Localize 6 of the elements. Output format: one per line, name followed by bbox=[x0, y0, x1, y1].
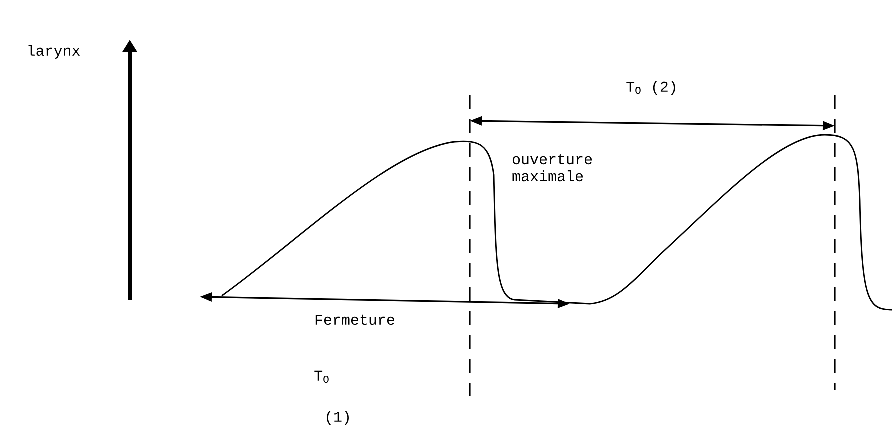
dimension-label: T$_{O}$ bbox=[314, 370, 329, 384]
curve-label: ouverture maximale bbox=[512, 154, 592, 182]
dimension-label: T$_{O}$ (2) bbox=[626, 81, 676, 95]
dimension-label: (1) bbox=[327, 411, 349, 425]
axis-label: larynx bbox=[28, 45, 80, 59]
dimension-label: Fermeture bbox=[316, 314, 394, 326]
